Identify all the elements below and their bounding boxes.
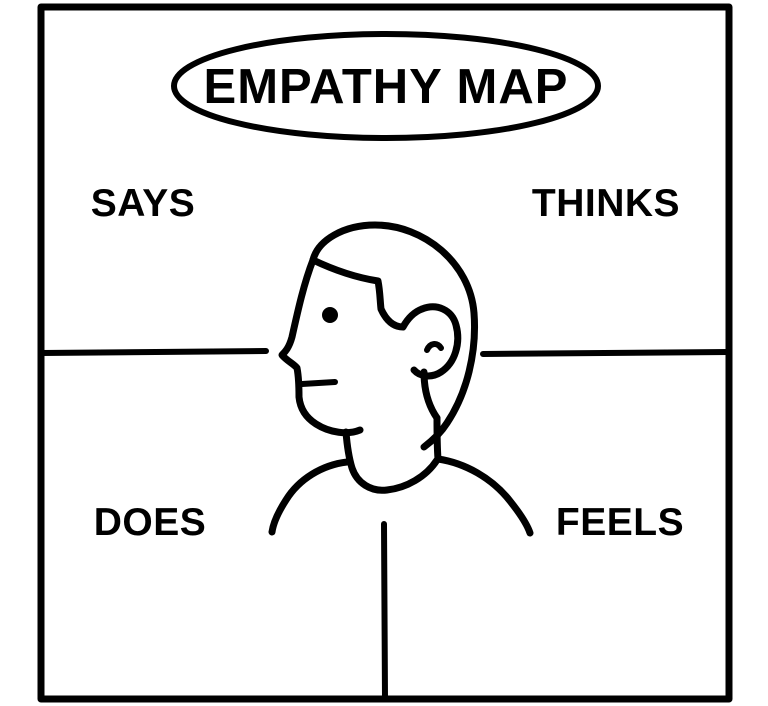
- neck-left: [342, 428, 441, 494]
- quadrant-label-feels: FEELS: [556, 501, 684, 544]
- eye-dot: [322, 307, 338, 323]
- quadrant-label-thinks: THINKS: [532, 182, 680, 225]
- hairline: [309, 256, 426, 331]
- face-profile-outline: [278, 256, 364, 437]
- jaw-line: [420, 368, 441, 422]
- quadrant-label-does: DOES: [94, 501, 207, 544]
- divider-horizontal-right: [480, 349, 732, 357]
- outer-frame: [37, 3, 733, 703]
- diagram-title: EMPATHY MAP: [204, 60, 569, 114]
- mouth-line: [299, 379, 338, 387]
- head-outline: [309, 221, 478, 451]
- shoulder-left: [268, 458, 351, 536]
- title-oval: [171, 31, 601, 141]
- divider-vertical-bottom: [381, 521, 388, 702]
- neck-right: [433, 414, 442, 463]
- person-head-profile: [268, 221, 534, 537]
- shoulder-right: [434, 455, 534, 537]
- divider-horizontal-left: [39, 348, 269, 356]
- ear-inner-fold: [424, 341, 444, 353]
- quadrant-label-says: SAYS: [91, 182, 196, 225]
